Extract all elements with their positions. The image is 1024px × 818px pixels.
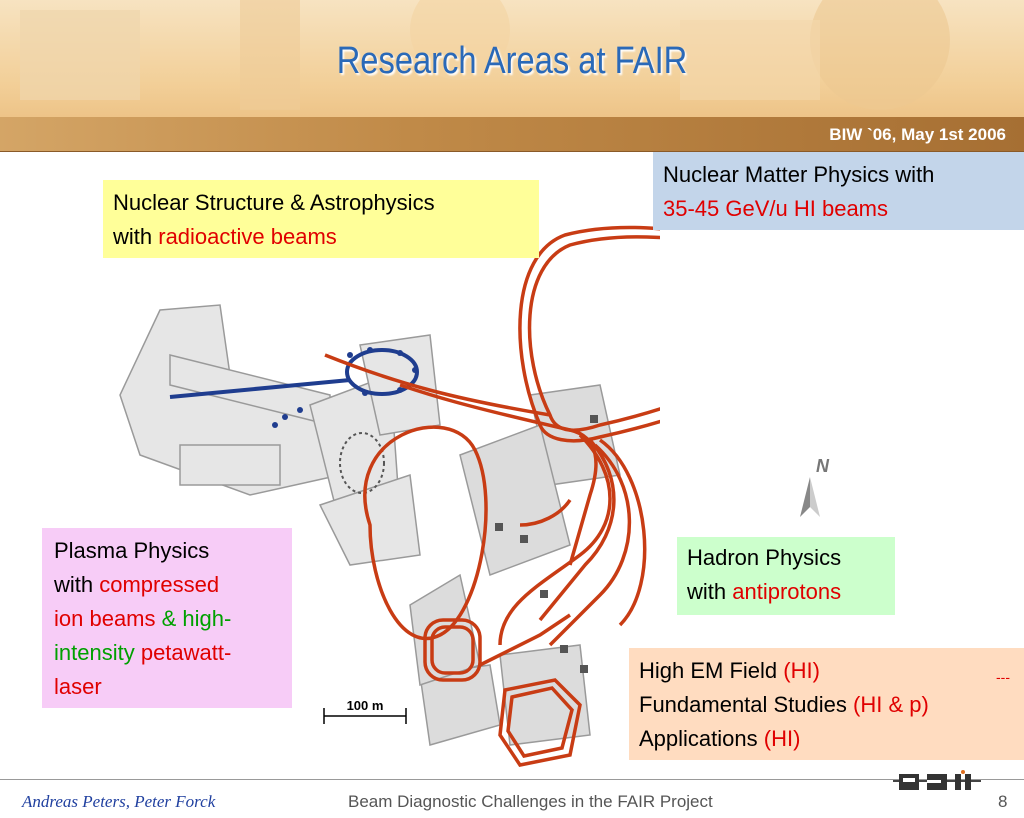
header-machinery-image bbox=[20, 0, 950, 110]
footer-divider bbox=[0, 779, 1024, 780]
plasma-physics-box: Plasma Physics with compressed ion beams… bbox=[42, 528, 292, 708]
nuclear-matter-box: Nuclear Matter Physics with 35-45 GeV/u … bbox=[653, 152, 1024, 230]
gsi-logo-icon bbox=[893, 770, 981, 790]
plasma-line-3: ion beams & high- bbox=[54, 606, 232, 631]
scale-bar: 100 m bbox=[323, 696, 407, 726]
compass-label: N bbox=[816, 456, 830, 476]
header-band bbox=[0, 117, 1024, 152]
applications-line: Applications (HI) bbox=[639, 726, 801, 751]
hadron-physics-beams: with antiprotons bbox=[687, 579, 842, 604]
plasma-physics-title: Plasma Physics bbox=[54, 538, 210, 563]
footer-title: Beam Diagnostic Challenges in the FAIR P… bbox=[348, 792, 713, 811]
em-field-line: High EM Field (HI) bbox=[639, 658, 820, 683]
nuclear-structure-beams: with radioactive beams bbox=[113, 224, 337, 249]
plasma-line-2: with compressed bbox=[54, 572, 220, 597]
footer-authors: Andreas Peters, Peter Forck bbox=[22, 792, 216, 811]
hadron-physics-box: Hadron Physics with antiprotons bbox=[677, 537, 895, 615]
hadron-physics-title: Hadron Physics bbox=[687, 545, 842, 570]
scale-bar-line bbox=[323, 708, 407, 724]
slide-date: BIW `06, May 1st 2006 bbox=[829, 125, 1006, 144]
scale-label: 100 m bbox=[346, 698, 384, 713]
nuclear-structure-title: Nuclear Structure & Astrophysics bbox=[113, 190, 435, 215]
em-field-box: High EM Field (HI) Fundamental Studies (… bbox=[629, 648, 1024, 760]
fundamental-studies-line: Fundamental Studies (HI & p) bbox=[639, 692, 929, 717]
em-dash-mark: --- bbox=[996, 669, 1010, 685]
plasma-line-5: laser bbox=[54, 674, 102, 699]
nuclear-matter-beams: 35-45 GeV/u HI beams bbox=[663, 196, 889, 221]
slide-title: Research Areas at FAIR bbox=[336, 40, 688, 82]
nuclear-structure-box: Nuclear Structure & Astrophysics with ra… bbox=[103, 180, 539, 258]
nuclear-matter-title: Nuclear Matter Physics with bbox=[663, 162, 935, 187]
north-arrow-icon: N bbox=[800, 456, 830, 517]
fair-facility-map bbox=[119, 225, 660, 767]
page-number: 8 bbox=[998, 792, 1008, 811]
plasma-line-4: intensity petawatt- bbox=[54, 640, 232, 665]
